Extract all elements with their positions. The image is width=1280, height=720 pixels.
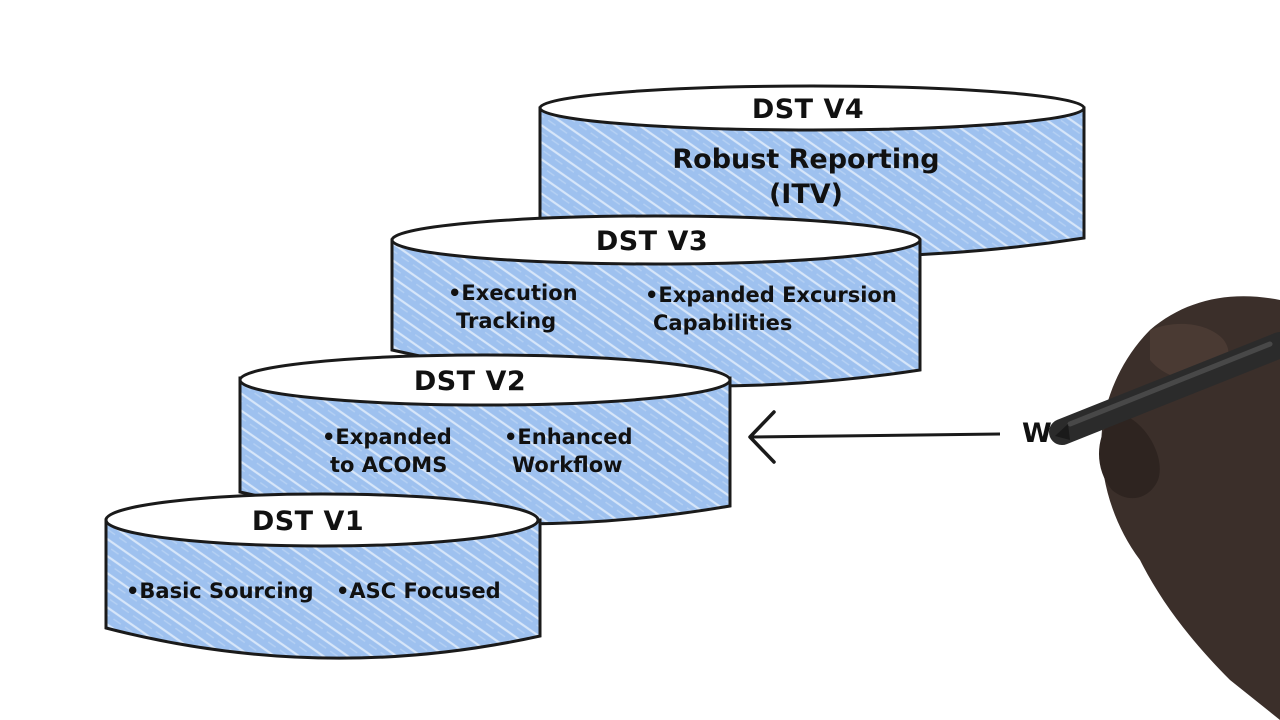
tier-item-2-line-2: Workflow [512, 453, 623, 477]
tier-dst-v3: DST V3 •Execution Tracking •Expanded Exc… [390, 214, 922, 388]
tier-item-2-line-1: •Expanded Excursion [645, 283, 897, 307]
cylinder-top [538, 84, 1086, 132]
tier-item-1-line-2: to ACOMS [330, 453, 447, 477]
tier-title: DST V1 [252, 506, 364, 537]
tier-dst-v1: DST V1 •Basic Sourcing •ASC Focused [104, 492, 542, 660]
tier-dst-v2: DST V2 •Expanded to ACOMS •Enhanced Work… [238, 353, 732, 526]
tier-title: DST V3 [596, 226, 708, 257]
tier-item-2-line-1: •ASC Focused [336, 579, 501, 603]
tier-title: DST V4 [752, 94, 864, 125]
tier-title: DST V2 [414, 366, 526, 397]
tier-item-1-line-2: Tracking [456, 309, 556, 333]
tier-line-1: Robust Reporting [672, 144, 939, 175]
cylinder-top [104, 492, 540, 548]
tier-item-2-line-1: •Enhanced [504, 425, 633, 449]
cylinder-body [104, 518, 542, 660]
hand-with-marker-icon [1049, 296, 1280, 720]
tier-item-1-line-1: •Expanded [322, 425, 452, 449]
cylinder-top [238, 353, 732, 407]
tier-line-2: (ITV) [769, 179, 843, 210]
tier-item-2-line-2: Capabilities [653, 311, 792, 335]
cylinder-top [390, 214, 922, 266]
tier-item-1-line-1: •Basic Sourcing [126, 579, 314, 603]
tier-item-1-line-1: •Execution [448, 281, 578, 305]
arrow-left-icon [748, 410, 1001, 464]
